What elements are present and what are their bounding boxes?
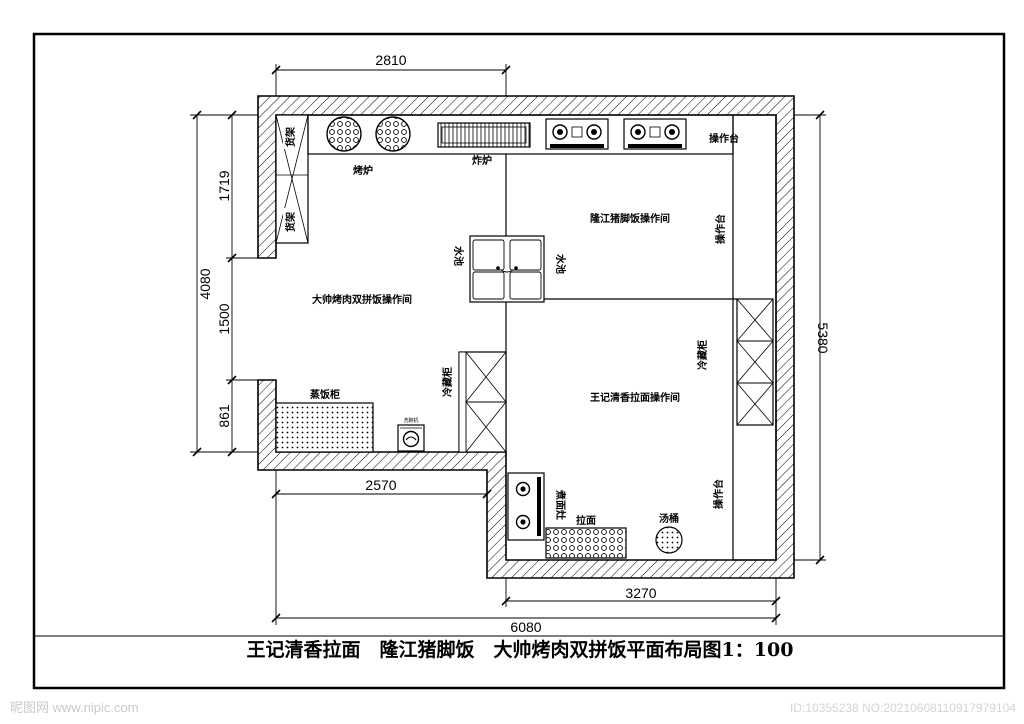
dim-bottom-total: 6080	[510, 619, 541, 635]
watermark-id: ID:10355238 NO:20210608110917979104	[790, 701, 1016, 715]
dim-top: 2810	[375, 52, 406, 68]
dimension-ticks	[192, 65, 825, 623]
shelf-column	[275, 114, 309, 244]
oven-left	[326, 116, 362, 152]
right-counter	[732, 114, 777, 561]
oven-right	[375, 116, 411, 152]
dim-right: 5380	[815, 322, 831, 353]
room-upper-right-name: 隆江猪脚饭操作间	[590, 212, 670, 225]
stove-right	[623, 118, 687, 150]
oven-label: 烤炉	[353, 164, 373, 177]
sink-left-label: 水池	[452, 245, 465, 266]
fryer	[437, 122, 531, 148]
fridge-right-label: 冷藏柜	[696, 340, 709, 370]
fridge-left-label: 冷藏柜	[441, 367, 454, 397]
washer-label: 洗碗机	[403, 417, 418, 424]
shelf-bottom-label: 货架	[284, 212, 297, 232]
shelf-top-label: 货架	[284, 127, 297, 147]
counter-low-label: 操作台	[712, 479, 725, 509]
sink-right-label: 水池	[554, 253, 567, 274]
watermark-bar	[0, 692, 1024, 724]
counter-top-label: 操作台	[709, 132, 739, 145]
dim-left-c: 861	[216, 404, 232, 428]
washer	[397, 424, 425, 452]
soup-bucket-label: 汤桶	[659, 512, 679, 525]
dim-left-b: 1500	[216, 303, 232, 334]
soup-bucket	[655, 526, 683, 554]
dim-bottom-right: 3270	[625, 585, 656, 601]
drawing-frame	[32, 32, 1006, 690]
dim-left-total: 4080	[197, 268, 213, 299]
rice-steamer	[275, 402, 374, 453]
fridge-right	[736, 298, 774, 426]
noodle-table-label: 拉面	[576, 514, 596, 527]
rice-steamer-label: 蒸饭柜	[310, 388, 340, 401]
double-sink	[469, 235, 545, 303]
noodle-stove	[507, 472, 545, 541]
counter-mid-label: 操作台	[714, 214, 727, 244]
room-lower-right-name: 王记清香拉面操作间	[590, 391, 680, 404]
fridge-left	[458, 351, 507, 453]
noodle-table	[545, 527, 627, 559]
watermark-site: 昵图网 www.nipic.com	[10, 700, 139, 715]
dim-left-a: 1719	[216, 170, 232, 201]
dim-bottom-left: 2570	[365, 477, 396, 493]
oven-group	[326, 116, 411, 152]
page-title: 王记清香拉面 隆江猪脚饭 大帅烤肉双拼饭平面布局图1：100	[247, 638, 794, 661]
stove-left	[545, 118, 609, 150]
noodle-stove-label: 煮面灶	[554, 489, 567, 520]
room-left-name: 大帅烤肉双拼饭操作间	[312, 293, 412, 306]
fryer-label: 炸炉	[472, 154, 492, 167]
